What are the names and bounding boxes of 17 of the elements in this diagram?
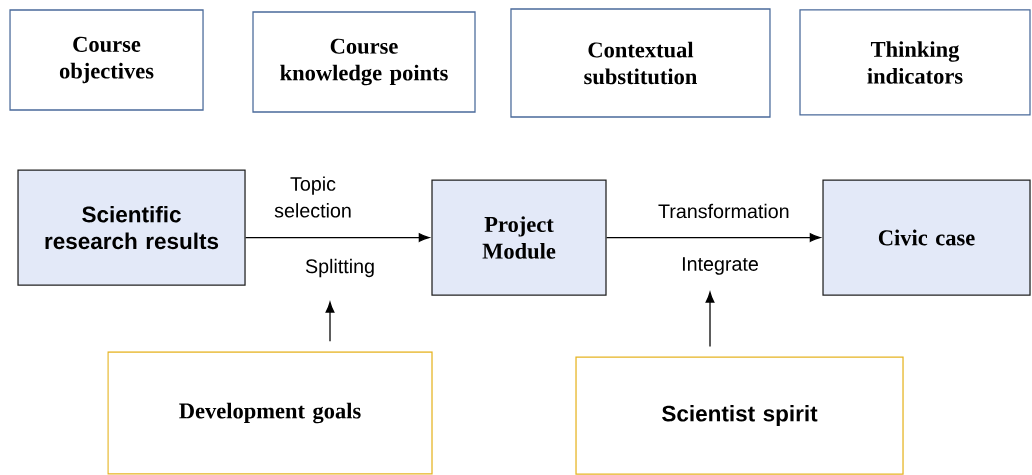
edge-label: Topic selection (259, 175, 367, 219)
arrow (325, 301, 335, 342)
edge-label: Transformation (656, 202, 789, 220)
process-box: Project Module (431, 179, 607, 296)
annotation-label: Splitting (303, 257, 377, 279)
process-box: Development goals (107, 351, 433, 475)
process-box: Contextual substitution (510, 8, 771, 118)
process-box: Course objectives (9, 9, 204, 111)
annotation-label: Integrate (679, 255, 761, 277)
process-box: Civic case (822, 179, 1031, 296)
arrow (606, 233, 821, 242)
process-box: Scientist spirit (575, 356, 904, 475)
arrow (705, 291, 715, 347)
process-box: Scientific research results (17, 169, 246, 286)
process-box: Thinking indicators (799, 9, 1031, 116)
arrow (245, 233, 430, 242)
process-box: Course knowledge points (252, 11, 476, 113)
